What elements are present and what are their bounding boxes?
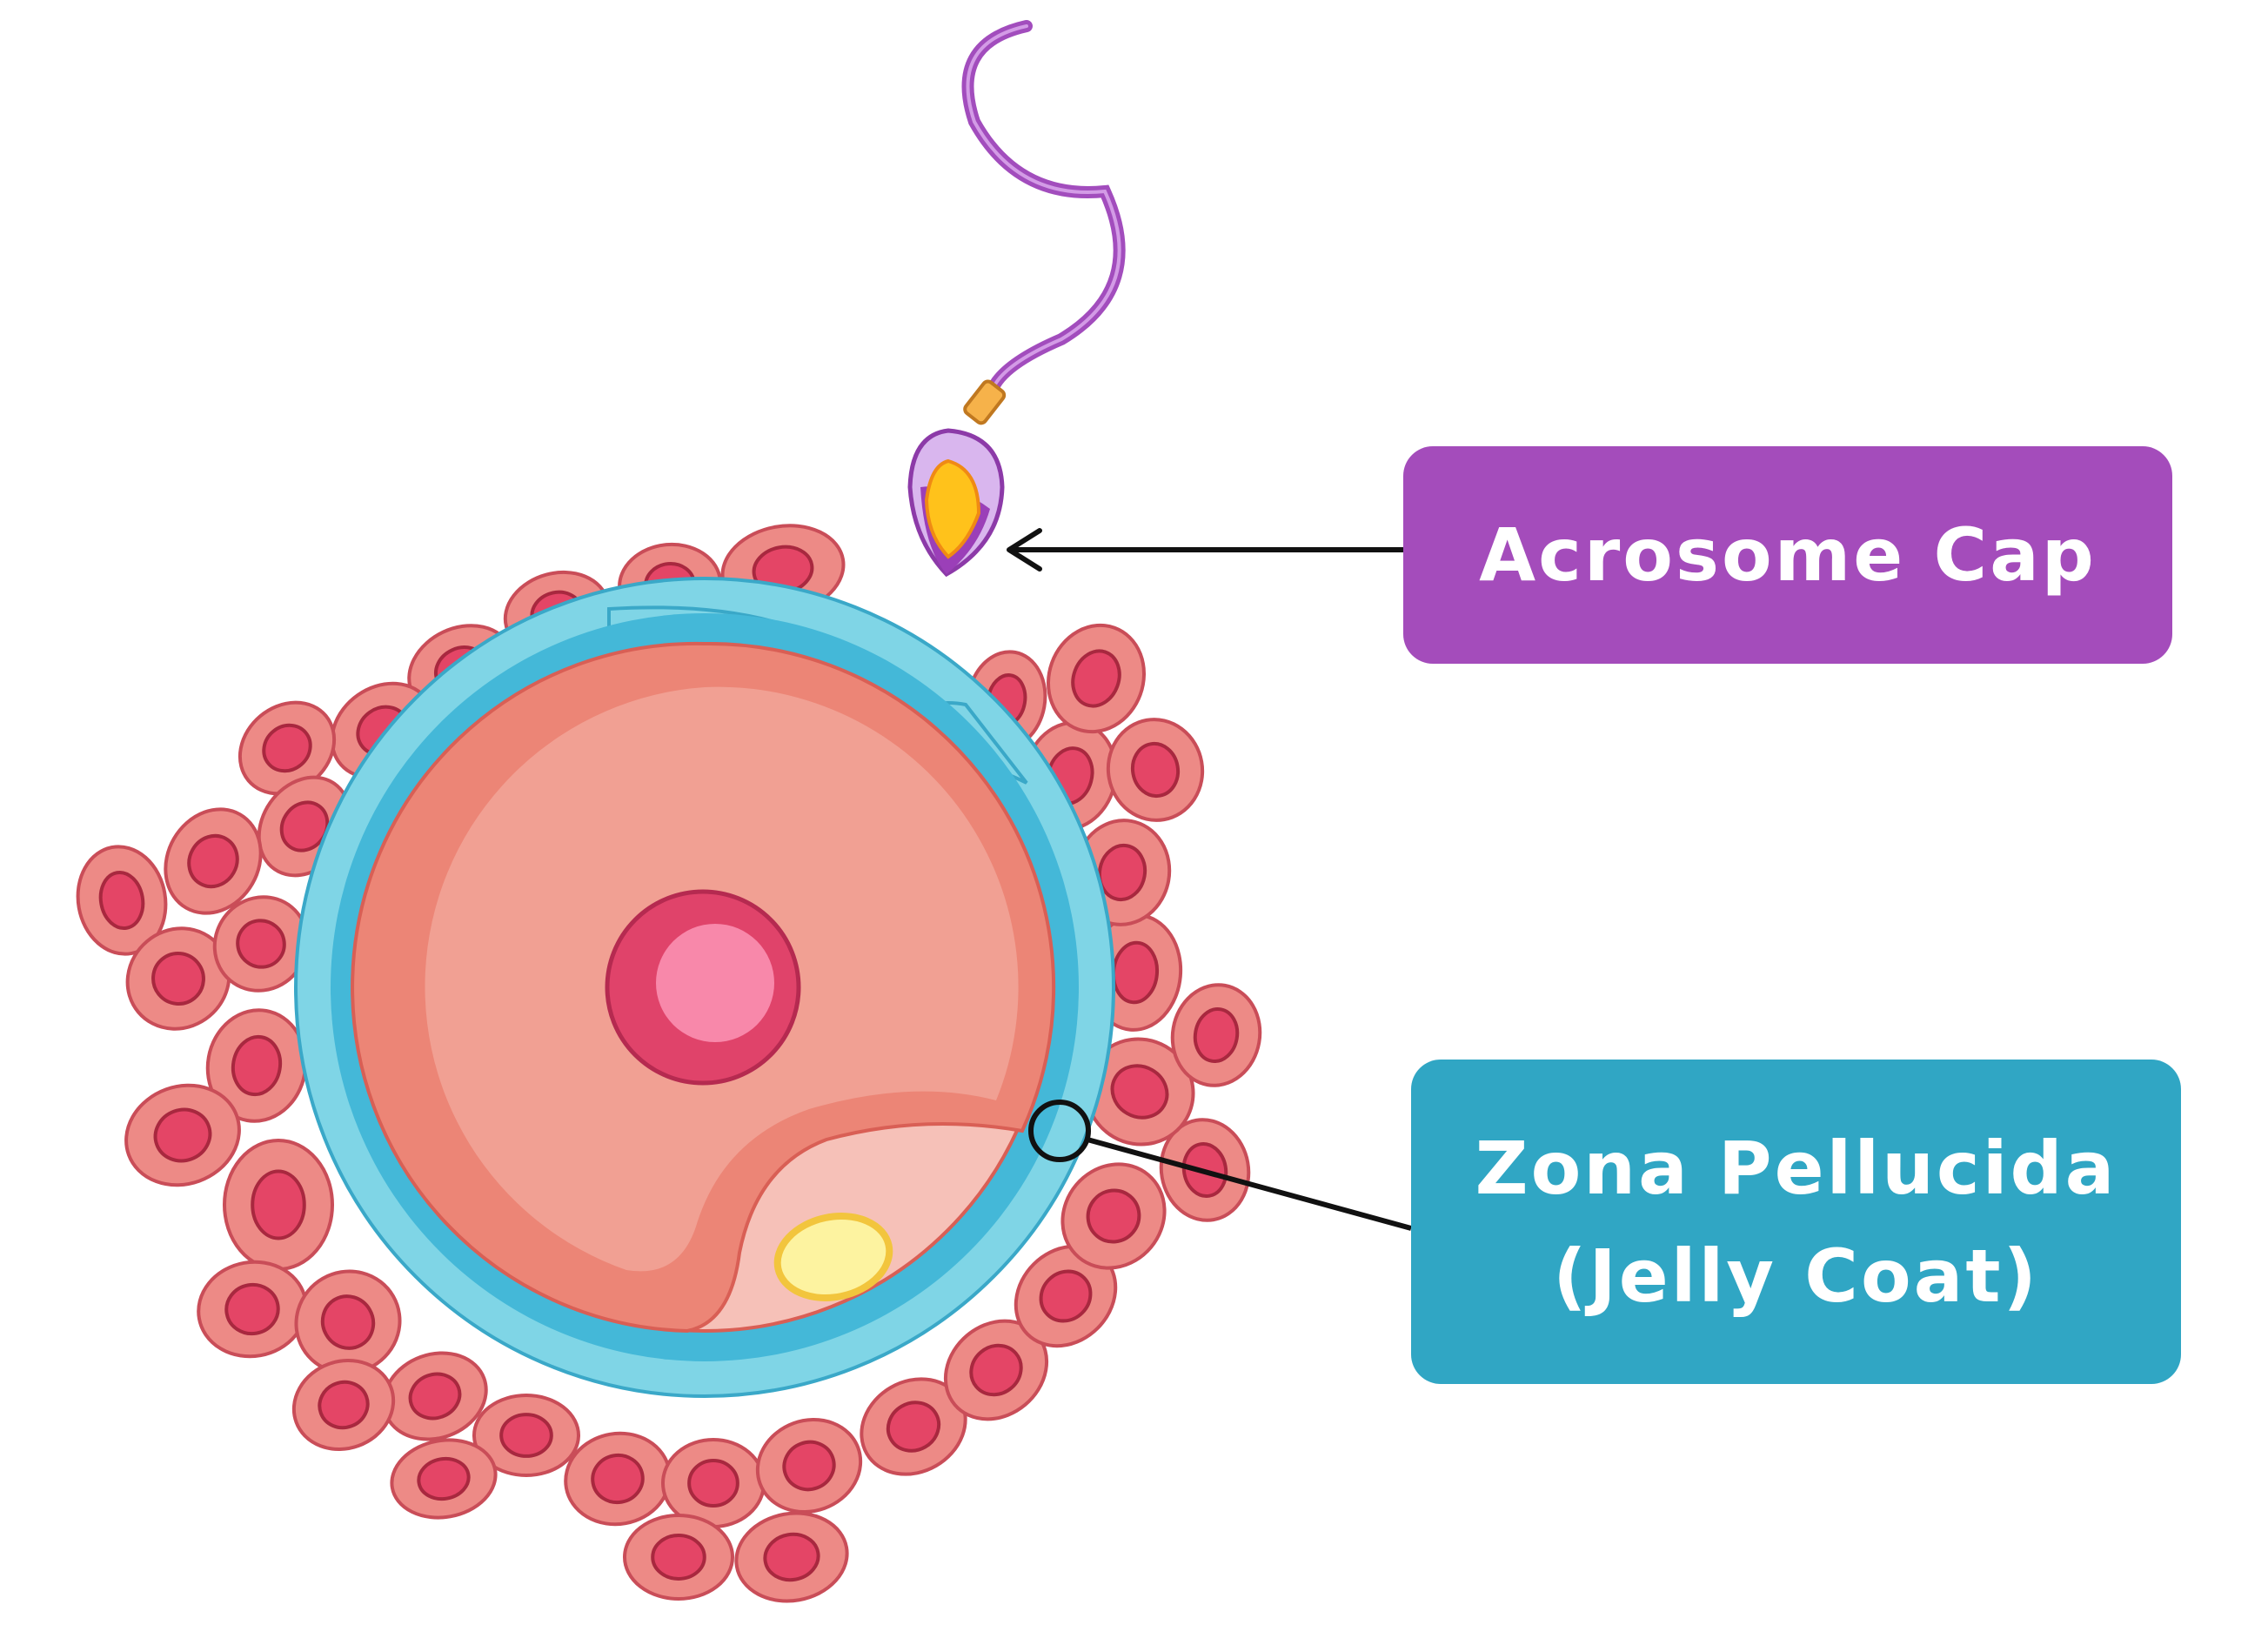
corona-cell [164,807,263,915]
corona-cell [76,845,168,956]
oocyte [350,641,1056,1334]
corona-cell [472,1394,580,1477]
corona-cell [1060,1162,1167,1270]
corona-cell [197,1260,308,1359]
corona-cell [755,1418,863,1514]
corona-cell [238,700,337,796]
corona-cell [390,1438,498,1520]
corona-cell [382,1351,488,1441]
corona-cell [291,1358,396,1452]
corona-cell [860,1377,967,1476]
acrosome-pointer [1007,528,1403,572]
corona-cell [943,1319,1049,1421]
zona-pointer [1028,1100,1412,1231]
sperm-tail-inner [966,24,1121,393]
corona-cell [661,1438,766,1528]
corona-cell [1084,1037,1195,1147]
corona-cell [223,1139,334,1271]
corona-cell [212,895,310,993]
acrosome-cap-label: Acrosome Cap [1403,446,2172,664]
sperm-acrosome [924,458,981,559]
zona-pellucida-label: Zona Pellucida (Jelly Coat) [1411,1060,2181,1384]
sperm-midpiece [963,379,1007,425]
jelly-coat-text: (Jelly Coat) [1553,1233,2039,1319]
corona-cell [294,1269,402,1375]
corona-cell [623,1514,734,1601]
corona-cell [1106,718,1205,822]
corona-cell [124,1083,241,1187]
corona-cell [1014,1244,1118,1348]
corona-cell [1047,623,1146,734]
corona-radiata-cells [76,524,1262,1603]
polar-body [773,1213,893,1301]
sperm [907,20,1126,578]
oocyte-nucleolus [656,924,774,1042]
corona-cell [564,1431,672,1527]
corona-cell [1170,983,1262,1087]
corona-cell [734,1511,849,1603]
acrosome-cap-text: Acrosome Cap [1479,512,2097,598]
sperm-tail [961,20,1126,398]
zona-pellucida-text: Zona Pellucida [1475,1125,2117,1211]
